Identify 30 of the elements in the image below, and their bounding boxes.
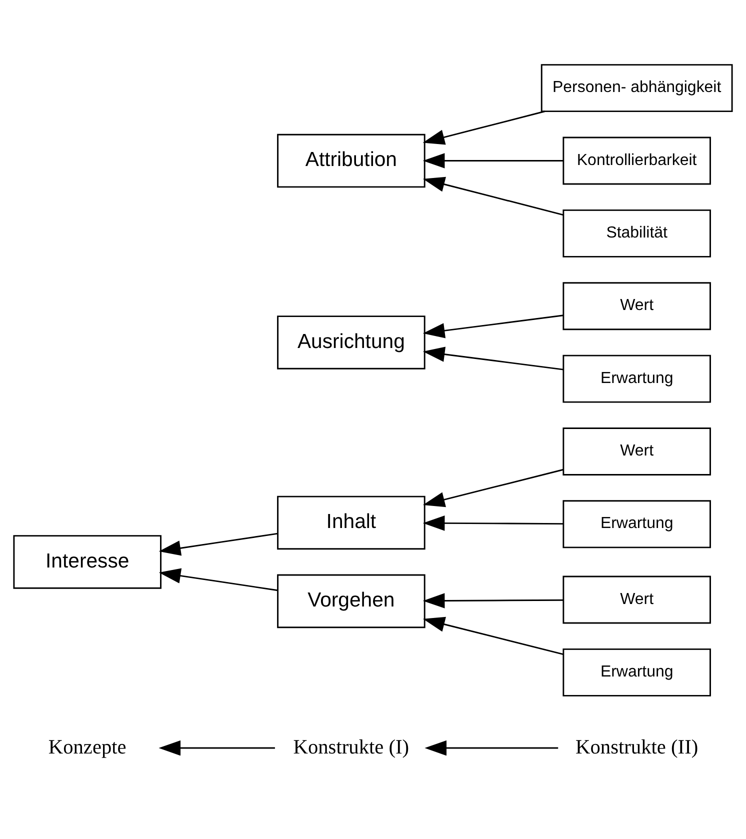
node-box: Ausrichtung — [277, 316, 426, 370]
node-box: Wert — [562, 282, 711, 330]
arrow — [158, 532, 278, 556]
arrow — [422, 346, 564, 370]
arrow — [422, 468, 564, 508]
arrow — [422, 314, 564, 338]
arrow — [424, 740, 558, 756]
arrow — [422, 616, 564, 655]
node-box: Interesse — [13, 535, 162, 589]
node-box: Erwartung — [562, 500, 711, 548]
node-box: Kontrollierbarkeit — [562, 136, 711, 185]
node-box: Stabilität — [562, 209, 711, 258]
arrow — [422, 593, 564, 608]
node-box: Personen- abhängigkeit — [540, 64, 733, 112]
arrow — [422, 110, 545, 145]
node-box: Inhalt — [277, 496, 426, 550]
arrow — [422, 516, 564, 531]
node-text: Konstrukte (II) — [576, 736, 698, 758]
node-box: Vorgehen — [277, 574, 426, 628]
arrow — [158, 740, 275, 756]
arrow — [422, 153, 564, 168]
node-text: Konzepte — [48, 736, 126, 758]
node-box: Attribution — [277, 134, 426, 188]
node-text: Konstrukte (I) — [293, 736, 410, 758]
node-box: Wert — [562, 428, 711, 476]
node-box: Wert — [562, 576, 711, 624]
arrow — [422, 176, 564, 216]
node-box: Erwartung — [562, 648, 711, 696]
node-box: Erwartung — [562, 354, 711, 403]
arrow — [158, 568, 278, 592]
